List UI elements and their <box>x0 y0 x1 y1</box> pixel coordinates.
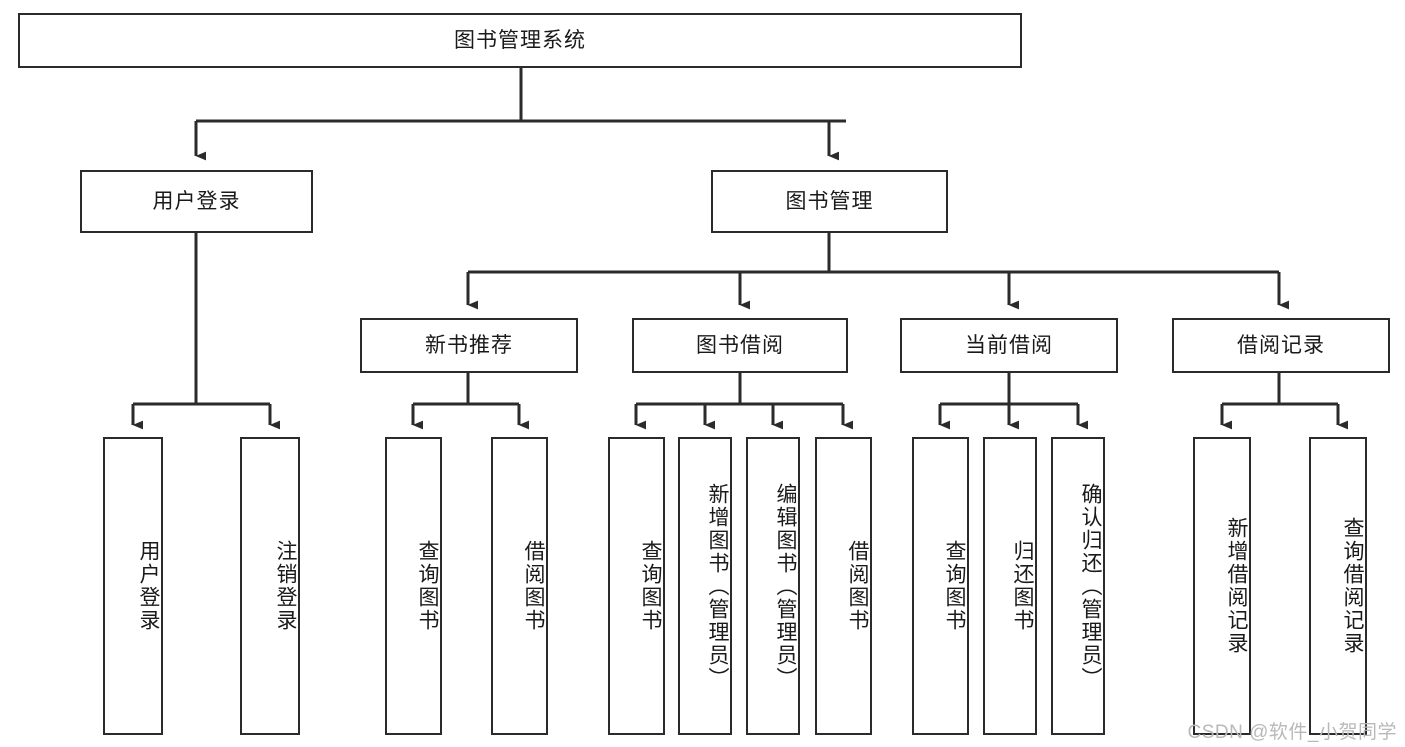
leaf-borrow-book[interactable]: 借阅图书 <box>815 437 872 735</box>
leaf-borrow-book-new[interactable]: 借阅图书 <box>491 437 548 735</box>
leaf-add-borrow-record[interactable]: 新增借阅记录 <box>1193 437 1251 735</box>
node-borrow-records[interactable]: 借阅记录 <box>1172 318 1390 373</box>
leaf-confirm-return-admin[interactable]: 确认归还（管理员） <box>1051 437 1105 735</box>
leaf-query-book-current[interactable]: 查询图书 <box>912 437 969 735</box>
node-label: 查询图书 <box>416 540 439 632</box>
node-label: 用户登录 <box>152 189 241 213</box>
leaf-query-book-borrow[interactable]: 查询图书 <box>608 437 665 735</box>
node-label: 新书推荐 <box>425 333 513 357</box>
leaf-edit-book-admin[interactable]: 编辑图书（管理员） <box>746 437 800 735</box>
node-label: 新增图书（管理员） <box>706 482 729 690</box>
leaf-return-book[interactable]: 归还图书 <box>983 437 1037 735</box>
node-label: 当前借阅 <box>965 333 1053 357</box>
node-label: 查询图书 <box>639 540 662 632</box>
leaf-query-borrow-record[interactable]: 查询借阅记录 <box>1309 437 1367 735</box>
node-label: 图书管理系统 <box>454 28 586 52</box>
node-label: 图书管理 <box>785 189 874 213</box>
node-book-management[interactable]: 图书管理 <box>711 170 948 233</box>
leaf-add-book-admin[interactable]: 新增图书（管理员） <box>678 437 732 735</box>
node-label: 确认归还（管理员） <box>1079 482 1102 690</box>
node-root-system[interactable]: 图书管理系统 <box>18 13 1022 68</box>
node-user-login[interactable]: 用户登录 <box>80 170 313 233</box>
node-label: 新增借阅记录 <box>1225 517 1248 655</box>
node-current-borrow[interactable]: 当前借阅 <box>900 318 1118 373</box>
watermark-text: CSDN @软件_小贺同学 <box>1187 722 1397 743</box>
node-label: 借阅记录 <box>1237 333 1325 357</box>
leaf-query-book-new[interactable]: 查询图书 <box>385 437 442 735</box>
node-label: 注销登录 <box>274 540 297 632</box>
node-new-book-recommend[interactable]: 新书推荐 <box>360 318 578 373</box>
node-label: 查询借阅记录 <box>1341 517 1364 655</box>
node-label: 用户登录 <box>137 540 160 632</box>
node-label: 借阅图书 <box>522 540 545 632</box>
node-label: 借阅图书 <box>846 540 869 632</box>
node-label: 图书借阅 <box>696 333 784 357</box>
leaf-user-logout[interactable]: 注销登录 <box>240 437 300 735</box>
node-book-borrow[interactable]: 图书借阅 <box>632 318 848 373</box>
node-label: 编辑图书（管理员） <box>774 482 797 690</box>
leaf-user-login[interactable]: 用户登录 <box>103 437 163 735</box>
node-label: 查询图书 <box>943 540 966 632</box>
node-label: 归还图书 <box>1011 540 1034 632</box>
